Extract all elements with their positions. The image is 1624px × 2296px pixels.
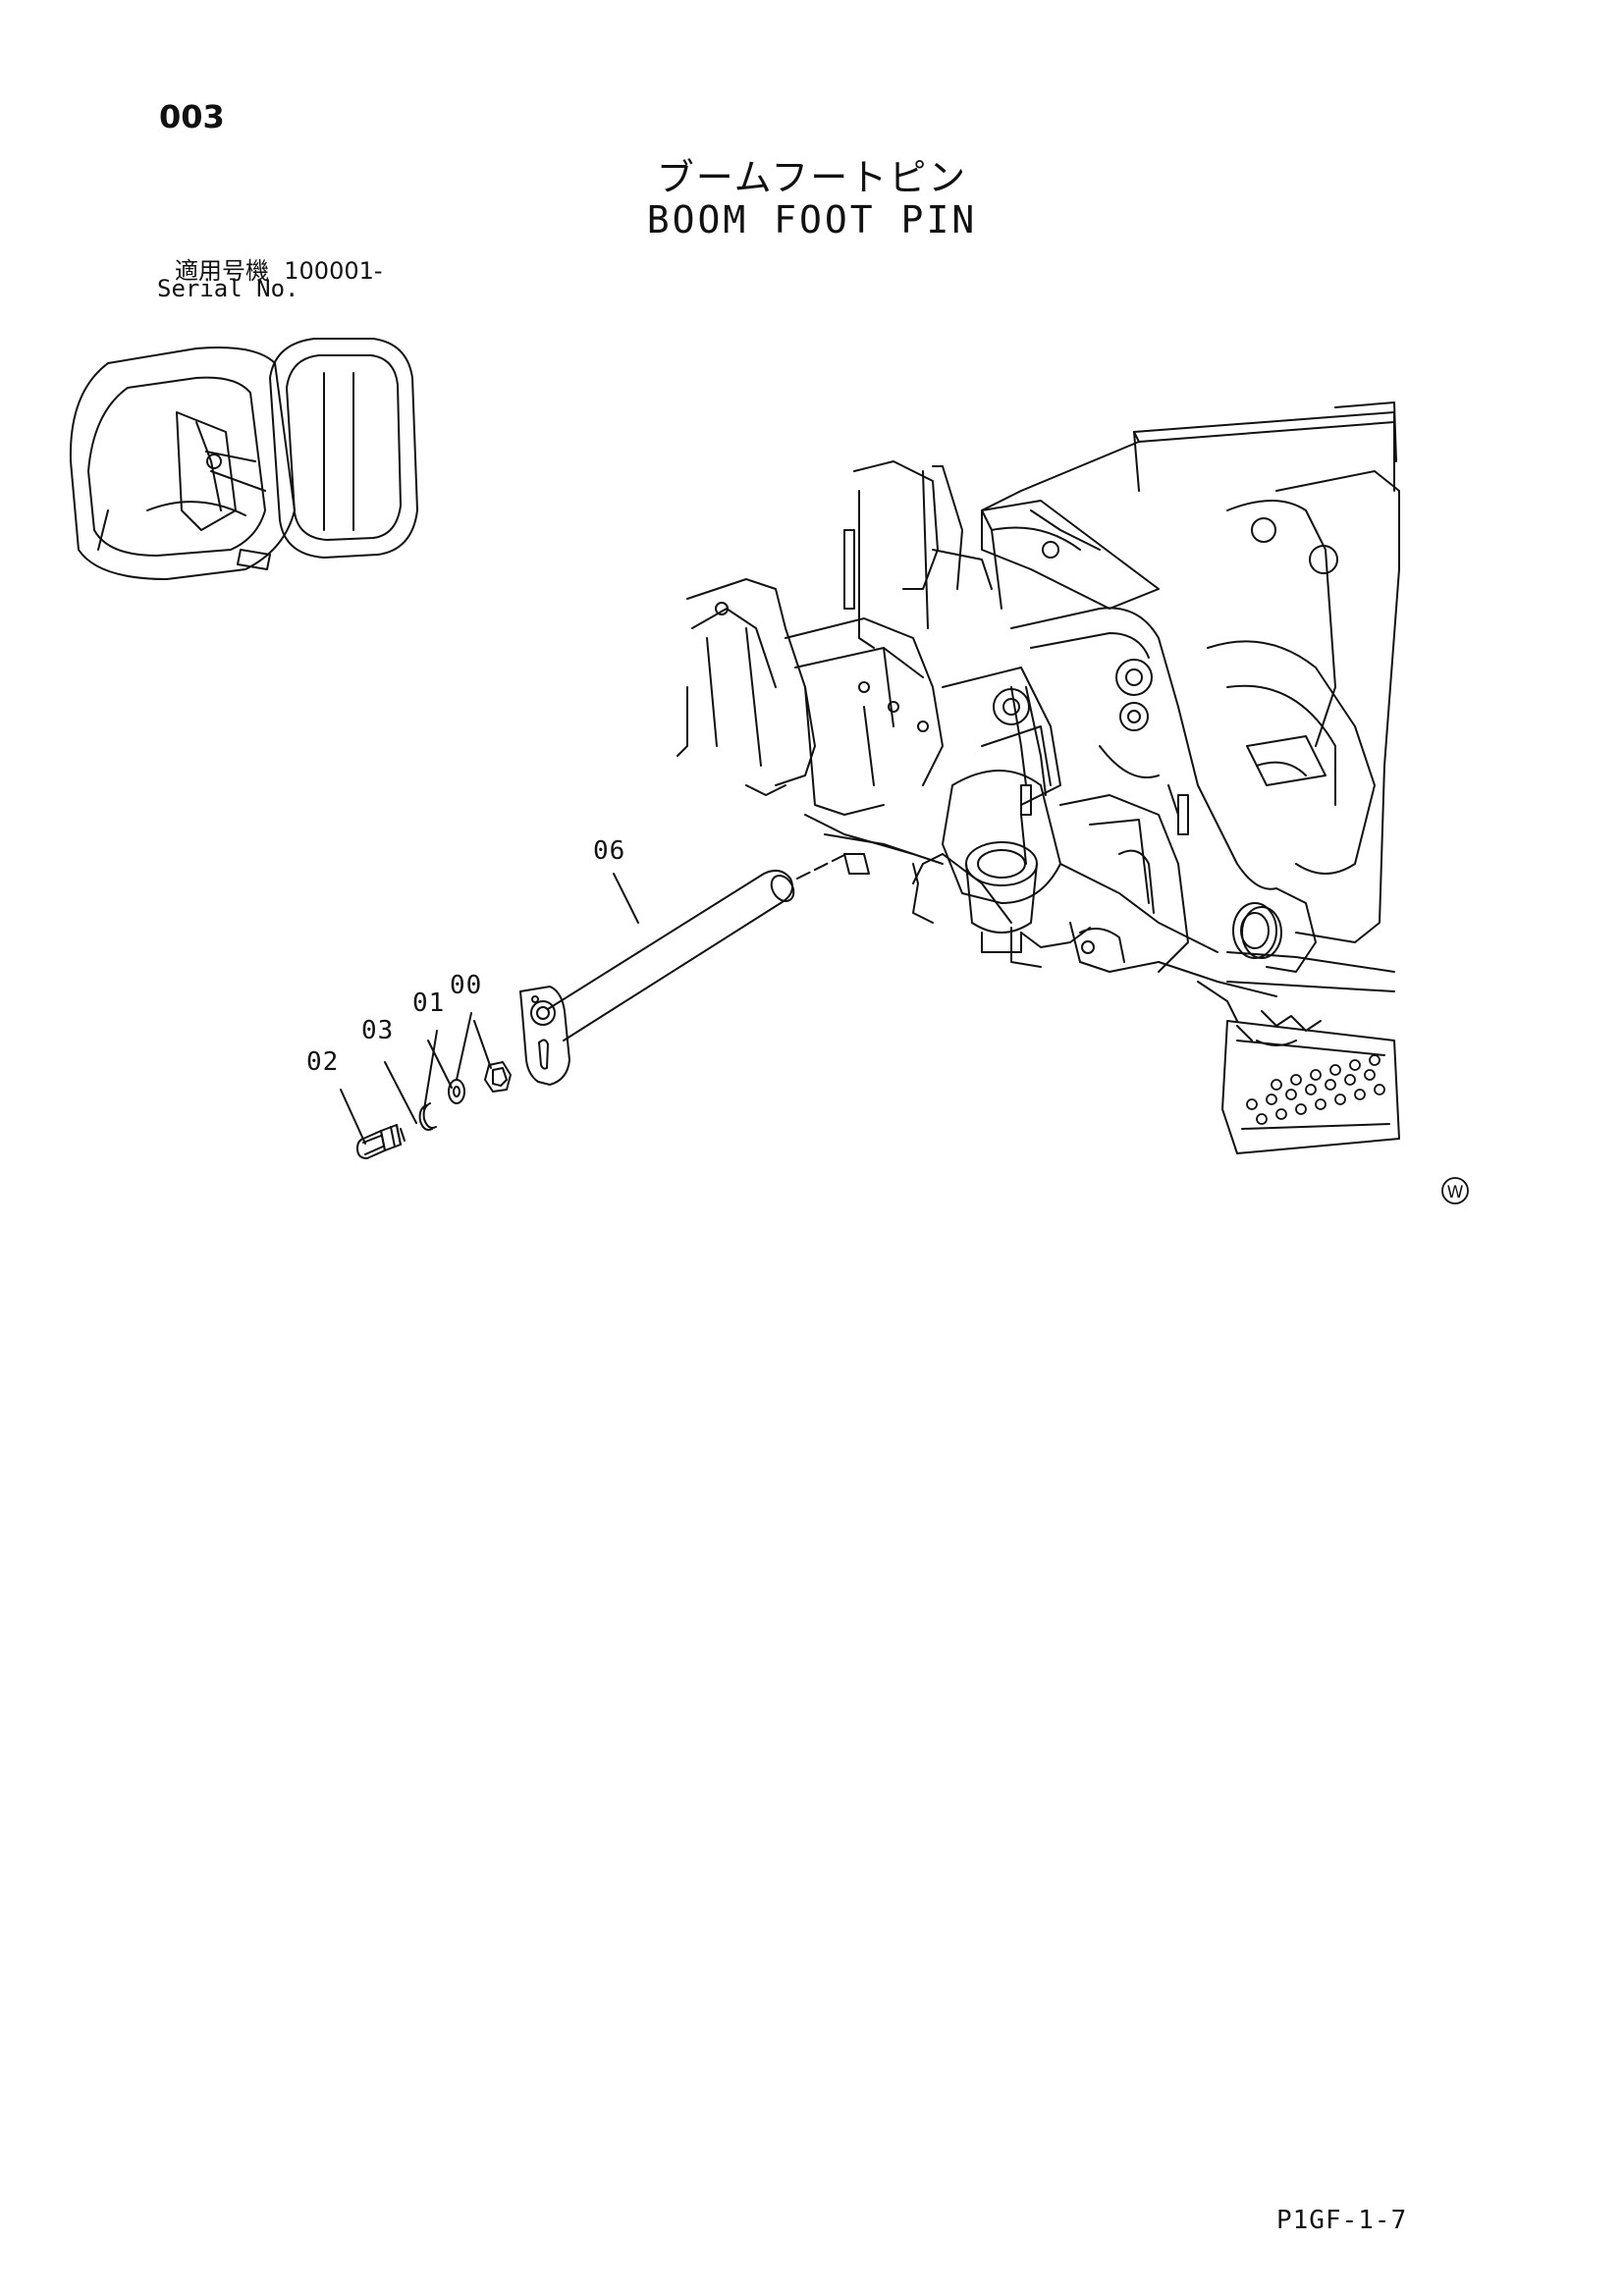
title-japanese: ブームフートピン bbox=[656, 156, 968, 199]
callout-06: 06 bbox=[593, 836, 625, 866]
w-mark: W bbox=[1441, 1177, 1469, 1204]
callout-00: 00 bbox=[450, 971, 482, 1000]
part-02-bolt bbox=[356, 1124, 406, 1159]
part-00-nut bbox=[484, 1061, 512, 1093]
page-id: 003 bbox=[159, 98, 225, 135]
part-01-washer bbox=[448, 1079, 465, 1104]
serial-value: 100001- bbox=[284, 257, 383, 285]
upper-frame-structure bbox=[677, 401, 1400, 1154]
serial-row-japanese: 適用号機 100001- bbox=[175, 251, 383, 286]
boom-foot-pin bbox=[519, 869, 795, 1086]
machine-overview-inset bbox=[69, 338, 418, 580]
serial-label-japanese: 適用号機 bbox=[175, 257, 269, 285]
title-english: BOOM FOOT PIN bbox=[646, 198, 978, 241]
callout-01: 01 bbox=[412, 988, 445, 1018]
callout-02: 02 bbox=[306, 1047, 339, 1077]
page-footer-code: P1GF-1-7 bbox=[1276, 2206, 1408, 2235]
part-03-spring-washer bbox=[418, 1102, 437, 1131]
leader-lines bbox=[340, 853, 847, 1145]
w-mark-letter: W bbox=[1447, 1183, 1464, 1202]
serial-label-english: Serial No. bbox=[157, 275, 299, 302]
callout-labels: 06 01 00 03 02 bbox=[306, 836, 625, 1077]
callout-03: 03 bbox=[361, 1016, 394, 1045]
